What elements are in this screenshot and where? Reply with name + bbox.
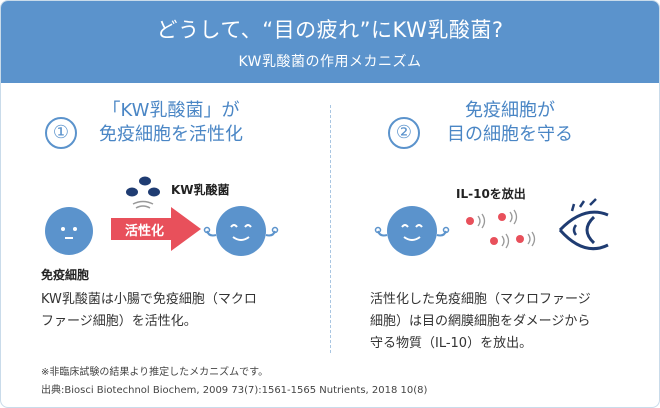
panel-divider xyxy=(330,105,331,353)
step-number-2: ② xyxy=(388,117,420,149)
page-title: どうして、“目の疲れ”にKW乳酸菌? xyxy=(156,18,504,42)
eye-icon xyxy=(558,198,609,251)
active-immune-cell-icon xyxy=(374,206,450,256)
immune-cell-label: 免疫細胞 xyxy=(41,268,90,282)
active-immune-cell-icon xyxy=(203,206,279,256)
il10-release-label: IL-10を放出 xyxy=(456,187,526,201)
activation-arrow-label: 活性化 xyxy=(125,224,165,239)
kw-bacteria-label: KW乳酸菌 xyxy=(171,183,230,197)
step-1-heading-line2: 免疫細胞を活性化 xyxy=(99,124,243,145)
step-1-description-line1: KW乳酸菌は小腸で免疫細胞（マクロ xyxy=(41,292,257,307)
kw-bacteria-icon xyxy=(126,176,160,209)
step-2-description-line2: 細胞）は目の網膜細胞をダメージから xyxy=(370,314,591,329)
step-2-description: 活性化した免疫細胞（マクロファージ 細胞）は目の網膜細胞をダメージから 守る物質… xyxy=(370,289,591,355)
step-1-description: KW乳酸菌は小腸で免疫細胞（マクロ ファージ細胞）を活性化。 xyxy=(41,289,257,333)
step-number-1: ① xyxy=(45,117,77,149)
step-2-heading-line1: 免疫細胞が xyxy=(465,100,555,121)
step-2-heading-line2: 目の細胞を守る xyxy=(447,124,573,145)
activation-arrow xyxy=(111,207,201,251)
step-1-description-line2: ファージ細胞）を活性化。 xyxy=(41,314,197,329)
page-subtitle: KW乳酸菌の作用メカニズム xyxy=(238,54,422,70)
inactive-immune-cell-icon xyxy=(45,207,93,255)
footnote-source: 出典:Biosci Biotechnol Biochem, 2009 73(7)… xyxy=(41,385,428,396)
panel-step-2: ② 免疫細胞が 目の細胞を守る IL-10を放出 xyxy=(330,83,659,353)
step-2-description-line1: 活性化した免疫細胞（マクロファージ xyxy=(370,292,591,307)
step-1-heading-line1: 「KW乳酸菌」が xyxy=(102,100,240,121)
il10-particles-icon xyxy=(466,209,536,249)
header-banner: どうして、“目の疲れ”にKW乳酸菌? KW乳酸菌の作用メカニズム xyxy=(1,1,659,83)
footnote-note: ※非臨床試験の結果より推定したメカニズムです。 xyxy=(41,367,269,378)
step-2-description-line3: 守る物質（IL-10）を放出。 xyxy=(370,336,533,351)
step-2-heading: 免疫細胞が 目の細胞を守る xyxy=(420,99,600,147)
panel-step-1: ① 「KW乳酸菌」が 免疫細胞を活性化 KW乳酸菌 免疫細胞 活性化 xyxy=(1,83,330,353)
step-1-heading: 「KW乳酸菌」が 免疫細胞を活性化 xyxy=(71,99,271,147)
